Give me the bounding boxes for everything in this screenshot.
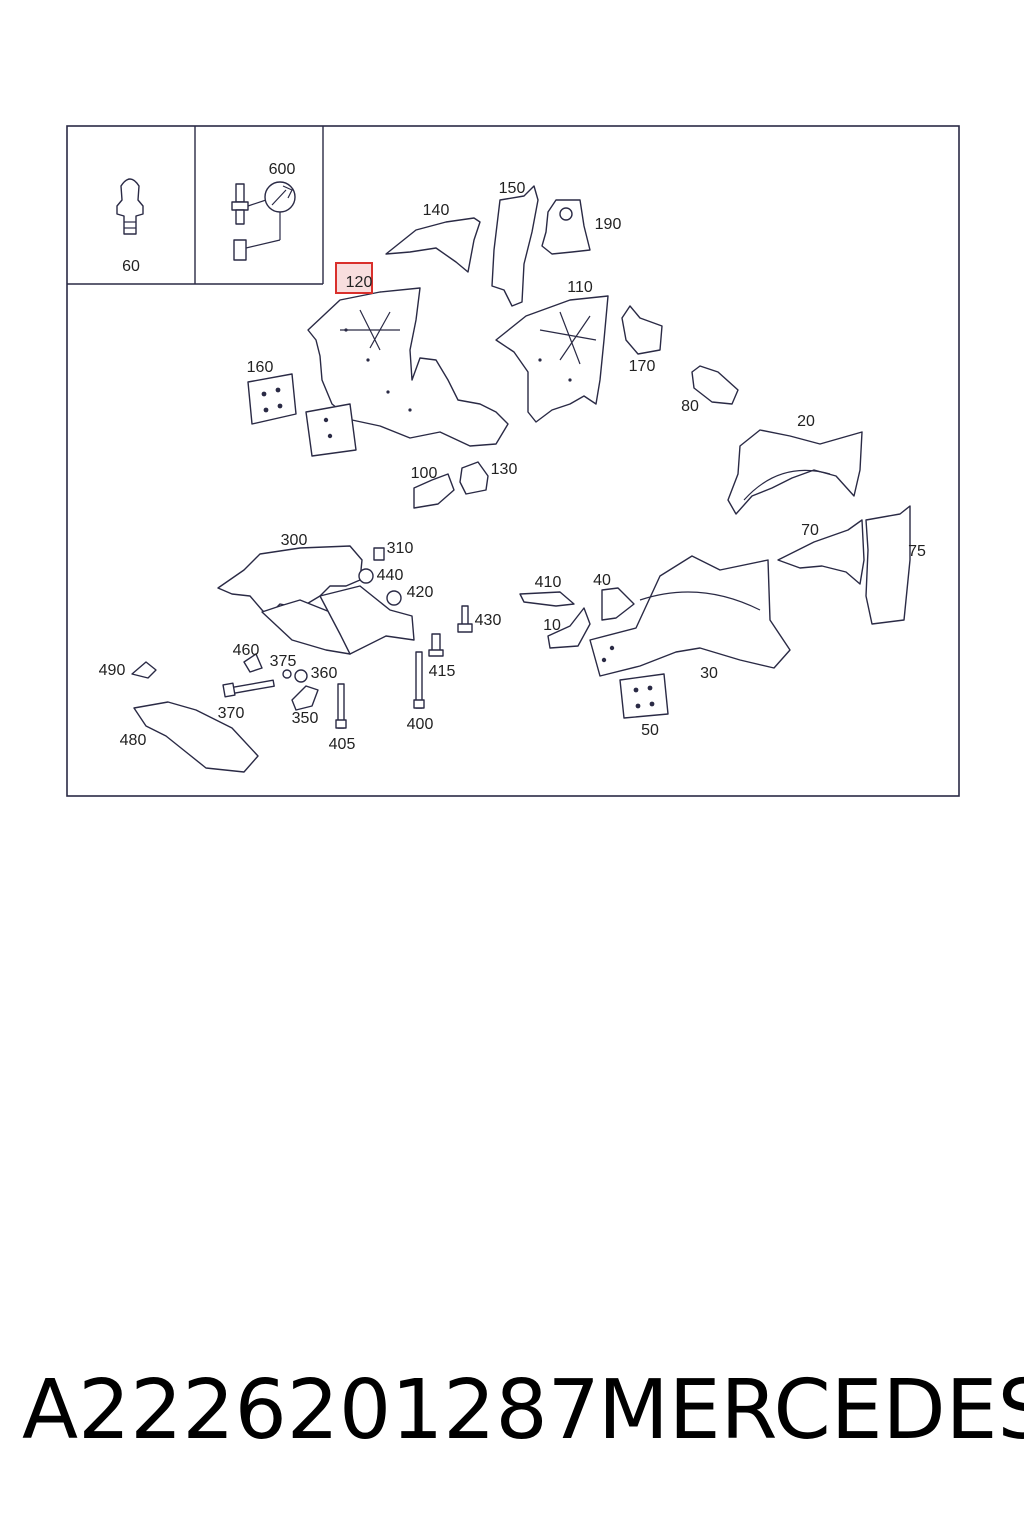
part-80 xyxy=(691,365,739,405)
part-420 xyxy=(386,590,402,606)
part-10 xyxy=(547,607,591,649)
callout-30: 30 xyxy=(700,665,718,682)
part-40 xyxy=(601,587,635,621)
callout-80: 80 xyxy=(681,398,699,415)
callout-150: 150 xyxy=(499,180,526,197)
part-400-bolt xyxy=(413,651,425,709)
callout-430: 430 xyxy=(475,612,502,629)
part-310 xyxy=(373,547,385,561)
callout-140: 140 xyxy=(423,202,450,219)
callout-highlight-120 xyxy=(335,262,373,294)
part-480 xyxy=(133,701,259,773)
callout-460: 460 xyxy=(233,642,260,659)
callout-100: 100 xyxy=(411,465,438,482)
part-140 xyxy=(385,217,481,273)
callout-110: 110 xyxy=(567,279,593,296)
part-410 xyxy=(519,591,575,607)
callout-350: 350 xyxy=(292,710,319,727)
callout-130: 130 xyxy=(491,461,518,478)
callout-600: 600 xyxy=(269,161,296,178)
callout-20: 20 xyxy=(797,413,815,430)
part-440 xyxy=(358,568,374,584)
part-375 xyxy=(282,669,292,679)
part-60-ball-stud xyxy=(116,178,144,235)
callout-375: 375 xyxy=(270,653,297,670)
callout-300: 300 xyxy=(281,532,308,549)
callout-360: 360 xyxy=(311,665,338,682)
part-20-wheel-arch xyxy=(727,429,863,515)
callout-120: 120 xyxy=(346,274,373,291)
callout-60: 60 xyxy=(122,258,140,275)
part-75 xyxy=(865,505,911,625)
part-430-bolt xyxy=(457,605,473,633)
callout-310: 310 xyxy=(387,540,414,557)
callout-480: 480 xyxy=(120,732,147,749)
part-370-bolt xyxy=(222,679,275,698)
part-360 xyxy=(294,669,308,683)
part-160-plate xyxy=(247,373,297,425)
callout-370: 370 xyxy=(218,705,245,722)
callout-490: 490 xyxy=(99,662,126,679)
part-170 xyxy=(621,305,663,355)
callout-440: 440 xyxy=(377,567,404,584)
part-350 xyxy=(291,685,319,711)
callout-70: 70 xyxy=(801,522,819,539)
part-490 xyxy=(131,661,157,679)
callout-170: 170 xyxy=(629,358,656,375)
part-130 xyxy=(459,461,489,495)
part-100 xyxy=(413,473,455,509)
callout-10: 10 xyxy=(543,617,561,634)
callout-190: 190 xyxy=(595,216,622,233)
callout-400: 400 xyxy=(407,716,434,733)
brand-caption: MERCEDES xyxy=(598,1363,1024,1458)
part-460 xyxy=(243,653,263,673)
part-415-bolt xyxy=(428,633,444,657)
callout-420: 420 xyxy=(407,584,434,601)
callout-75: 75 xyxy=(908,543,926,560)
callout-50: 50 xyxy=(641,722,659,739)
part-190 xyxy=(541,199,591,255)
callout-410: 410 xyxy=(535,574,562,591)
callout-405: 405 xyxy=(329,736,356,753)
part-70 xyxy=(777,519,865,585)
part-600-bolts xyxy=(231,181,296,261)
callout-40: 40 xyxy=(593,572,611,589)
part-120-inner-panel xyxy=(305,287,509,457)
part-number-caption: A2226201287 xyxy=(22,1363,600,1458)
part-300-subframe xyxy=(217,545,415,655)
diagram-frame xyxy=(66,125,960,797)
part-405-bolt xyxy=(335,683,347,729)
part-150 xyxy=(491,185,539,307)
part-30-side-member xyxy=(589,555,791,677)
part-110-inner-panel xyxy=(495,295,609,423)
callout-160: 160 xyxy=(247,359,274,376)
part-50-plate xyxy=(619,673,669,719)
callout-415: 415 xyxy=(429,663,456,680)
